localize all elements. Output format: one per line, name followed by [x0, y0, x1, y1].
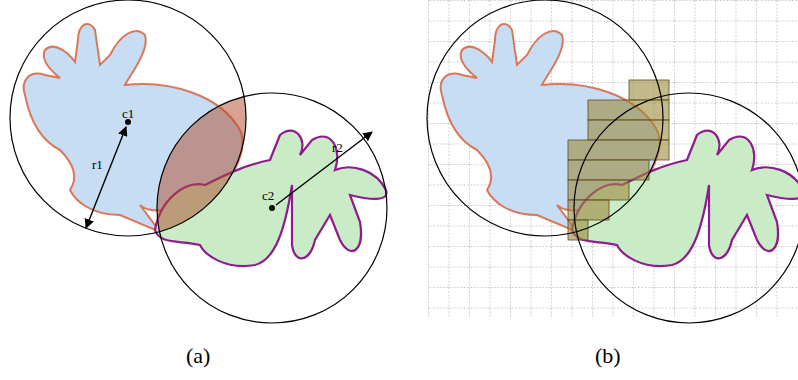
radius-label: r1 — [92, 158, 103, 171]
panel-label: (b) — [595, 345, 621, 367]
bounding-circle — [10, 0, 246, 236]
center-label: c1 — [122, 107, 134, 120]
radius-label: r2 — [332, 141, 343, 154]
panel-label: (a) — [186, 345, 210, 367]
center-label: c2 — [262, 189, 274, 202]
overlap-cells — [568, 80, 669, 240]
bounding-circle — [157, 93, 387, 323]
